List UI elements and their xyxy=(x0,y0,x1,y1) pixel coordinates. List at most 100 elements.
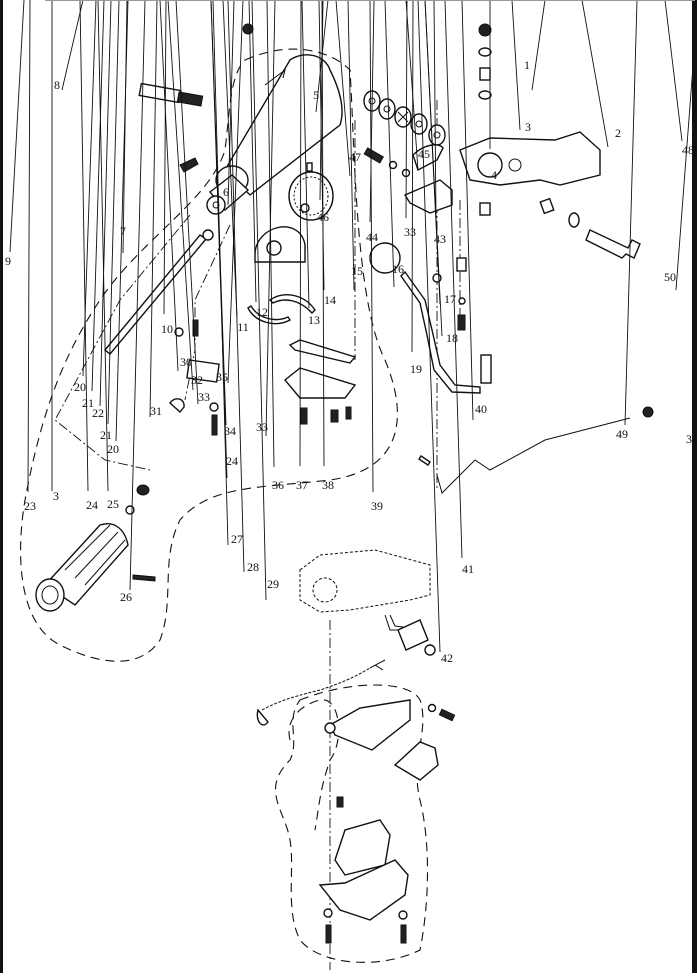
callout-number: 46 xyxy=(317,210,329,224)
callout-number: 14 xyxy=(324,293,336,307)
callout-number: 13 xyxy=(308,313,320,327)
callout-number: 40 xyxy=(475,402,487,416)
shoe-14 xyxy=(247,305,292,325)
spring-4 xyxy=(136,484,150,496)
callout-16: 16 xyxy=(384,0,404,288)
leader-line xyxy=(405,0,408,219)
callout-21: 21 xyxy=(82,0,105,410)
leader-line xyxy=(175,0,199,405)
callout-45: 45 xyxy=(405,0,430,171)
leader-line xyxy=(299,0,302,467)
leader-line xyxy=(79,0,89,492)
screw-17 xyxy=(300,407,308,425)
callout-number: 33 xyxy=(404,225,416,239)
block-44 xyxy=(186,359,220,383)
callout-44: 44 xyxy=(366,0,378,244)
callout-33: 33 xyxy=(686,355,697,446)
callout-number: 24 xyxy=(226,454,238,468)
callout-number: 1 xyxy=(524,58,530,72)
callout-7: 7 xyxy=(120,0,128,254)
callout-47: 47 xyxy=(335,0,361,177)
callout-number: 20 xyxy=(74,380,86,394)
callout-33: 33 xyxy=(404,0,416,239)
callout-number: 47 xyxy=(349,150,361,164)
callout-number: 37 xyxy=(296,478,308,492)
callout-number: 30 xyxy=(180,355,192,369)
leader-line xyxy=(581,0,609,148)
leader-line xyxy=(91,0,105,392)
callout-number: 43 xyxy=(434,232,446,246)
callout-number: 26 xyxy=(120,590,132,604)
callout-number: 17 xyxy=(444,292,456,306)
callout-35: 35 xyxy=(216,0,244,384)
leader-line xyxy=(27,0,31,493)
group-outline-tiller xyxy=(20,48,398,662)
callout-4: 4 xyxy=(489,0,497,182)
leader-line xyxy=(384,0,395,288)
callout-number: 33 xyxy=(256,420,268,434)
left-border xyxy=(0,0,3,973)
callout-21: 21 xyxy=(100,0,120,442)
callout-number: 5 xyxy=(313,88,319,102)
callout-number: 18 xyxy=(446,331,458,345)
lanyard-clip xyxy=(369,659,386,671)
washer-25 xyxy=(478,90,492,100)
leader-line xyxy=(531,0,546,91)
callout-1: 1 xyxy=(524,0,546,91)
leader-line xyxy=(163,0,167,315)
shift-lever xyxy=(400,270,481,394)
callout-number: 21 xyxy=(100,428,112,442)
leader-line xyxy=(347,0,355,291)
leader-line xyxy=(511,0,521,131)
callout-number: 9 xyxy=(5,254,11,268)
switch-49 xyxy=(384,614,436,656)
leader-line xyxy=(266,0,275,468)
leader-line xyxy=(167,0,194,391)
washer-33-br xyxy=(398,910,408,920)
leader-line xyxy=(227,0,244,384)
callout-30: 30 xyxy=(159,0,192,372)
callout-number: 31 xyxy=(150,404,162,418)
plate-15 xyxy=(288,339,357,364)
clip-hole-52 xyxy=(324,722,336,734)
kill-switch-55 xyxy=(334,819,391,876)
leader-line xyxy=(424,0,443,337)
leader-line xyxy=(248,0,257,303)
leader-line xyxy=(433,0,437,219)
callout-number: 8 xyxy=(54,78,60,92)
switch-cover-54 xyxy=(318,859,409,921)
callout-39: 39 xyxy=(369,0,383,513)
callout-3: 3 xyxy=(511,0,531,134)
bolt-39 xyxy=(480,354,492,384)
spring-38 xyxy=(457,314,466,331)
pin-40 xyxy=(418,455,431,466)
washer-3-upper xyxy=(478,47,492,57)
callout-42: 42 xyxy=(417,0,453,665)
callout-number: 12 xyxy=(256,305,268,319)
washer-33-lower-right xyxy=(427,703,437,713)
callout-number: 49 xyxy=(616,427,628,441)
callout-26: 26 xyxy=(120,0,146,604)
callout-number: 15 xyxy=(351,264,363,278)
washer-33-bl xyxy=(323,908,333,918)
group-outline-stop-switch xyxy=(274,684,429,963)
callout-13: 13 xyxy=(301,0,320,327)
callout-number: 7 xyxy=(120,224,126,238)
plate-34 xyxy=(403,179,453,214)
leader-line xyxy=(210,0,227,426)
callout-number: 35 xyxy=(216,370,228,384)
friction-disc xyxy=(254,226,306,263)
callout-number: 10 xyxy=(161,322,173,336)
leader-line xyxy=(301,0,310,309)
leader-line xyxy=(405,0,419,171)
bushing-36 xyxy=(456,257,467,272)
callout-28: 28 xyxy=(227,0,259,574)
callout-14: 14 xyxy=(318,0,336,307)
callout-43: 43 xyxy=(433,0,446,246)
callout-number: 44 xyxy=(366,230,378,244)
screw-30-lower xyxy=(438,708,456,722)
callout-number: 38 xyxy=(322,478,334,492)
callout-number: 24 xyxy=(86,498,98,512)
